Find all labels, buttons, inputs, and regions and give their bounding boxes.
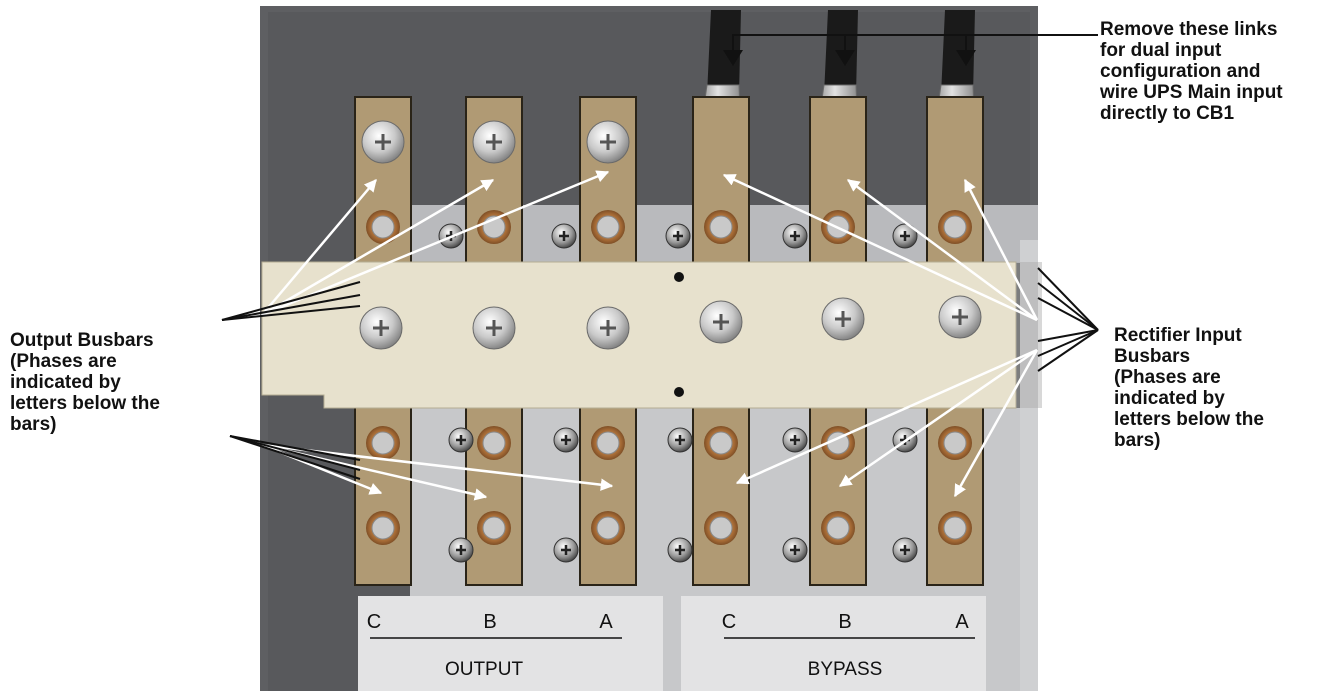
insulator-screw — [938, 295, 982, 339]
mounting-screw — [665, 223, 691, 249]
busbar-screw — [361, 120, 405, 164]
pointer-arrow — [261, 170, 610, 317]
bolt-washer — [704, 210, 738, 244]
output-label-plate: C B A OUTPUT — [358, 596, 663, 691]
callout-line: bars) — [1114, 430, 1161, 451]
bolt-washer — [938, 426, 972, 460]
pointer-arrow — [953, 349, 1039, 498]
remove-links-callout: Remove these links for dual input config… — [1100, 19, 1332, 124]
mounting-screw — [782, 537, 808, 563]
bolt-washer — [477, 426, 511, 460]
bolt-washer — [591, 210, 625, 244]
callout-line: indicated by — [1114, 388, 1225, 409]
bolt-washer — [704, 426, 738, 460]
callout-line: indicated by — [10, 372, 121, 393]
insulator-screws — [359, 295, 982, 350]
callout-line: Output Busbars — [10, 330, 154, 351]
output-phase-b: B — [483, 611, 496, 633]
bypass-phase-c: C — [722, 611, 736, 633]
callout-line: letters below the — [1114, 409, 1264, 430]
callout-line: wire UPS Main input — [1100, 82, 1283, 103]
remove-links-leader — [732, 34, 1098, 52]
insulator-screw — [821, 297, 865, 341]
rectifier-busbars-callout: Rectifier Input Busbars (Phases are indi… — [1114, 325, 1334, 451]
callout-line: Busbars — [1114, 346, 1191, 367]
bypass-label-plate: C B A BYPASS — [681, 596, 986, 691]
pointer-arrow — [261, 178, 495, 317]
bolt-washer — [704, 511, 738, 545]
insulator-dot-bottom — [674, 387, 684, 397]
insulator-screw — [699, 300, 743, 344]
bolt-washer — [477, 511, 511, 545]
bolt-washer — [938, 511, 972, 545]
callout-line: (Phases are — [10, 351, 117, 372]
bypass-phase-b: B — [838, 611, 851, 633]
mounting-screw — [892, 223, 918, 249]
bolt-washer — [591, 426, 625, 460]
bolt-washer — [366, 426, 400, 460]
mounting-screw — [448, 537, 474, 563]
output-busbars-leader — [221, 281, 361, 480]
callout-line: Rectifier Input — [1114, 325, 1242, 346]
mounting-screw — [448, 427, 474, 453]
bolt-washer — [366, 210, 400, 244]
bolt-washer — [821, 511, 855, 545]
pointer-arrow — [735, 348, 1038, 485]
insulator-dot-top — [674, 272, 684, 282]
bolt-washer — [366, 511, 400, 545]
mounting-screw — [667, 537, 693, 563]
bypass-label: BYPASS — [808, 659, 883, 680]
output-phase-a: A — [599, 611, 613, 633]
callout-line: configuration and — [1100, 61, 1261, 82]
pointer-arrow — [838, 348, 1038, 488]
pointer-arrow — [261, 179, 377, 316]
mounting-screw — [667, 427, 693, 453]
insulator-screw — [359, 306, 403, 350]
callout-line: directly to CB1 — [1100, 103, 1235, 124]
mounting-screw — [892, 537, 918, 563]
insulator-screw — [472, 306, 516, 350]
pointer-arrow — [846, 178, 1038, 322]
mounting-screw — [551, 223, 577, 249]
bolt-washer — [938, 210, 972, 244]
bypass-phase-a: A — [955, 611, 969, 633]
mounting-screws — [438, 223, 918, 563]
busbar-screw — [472, 120, 516, 164]
output-phase-c: C — [367, 611, 381, 633]
remove-links-leader-arrows — [723, 50, 976, 66]
callout-line: letters below the — [10, 393, 160, 414]
callout-line: for dual input — [1100, 40, 1222, 61]
callout-line: bars) — [10, 414, 57, 435]
mounting-screw — [782, 223, 808, 249]
insulator-block — [261, 261, 1017, 409]
mounting-screw — [782, 427, 808, 453]
output-label: OUTPUT — [445, 659, 524, 680]
pointer-arrow — [963, 178, 1039, 321]
mounting-screw — [553, 427, 579, 453]
output-busbars-callout: Output Busbars (Phases are indicated by … — [10, 330, 220, 435]
bolt-washer — [591, 511, 625, 545]
rectifier-busbars-leader — [1037, 267, 1099, 372]
pointer-arrow — [722, 173, 1038, 322]
busbar-pointer-arrows — [261, 170, 1039, 501]
insulator-screw — [586, 306, 630, 350]
mounting-screw — [553, 537, 579, 563]
callout-line: (Phases are — [1114, 367, 1221, 388]
bolt-washer — [821, 426, 855, 460]
callout-line: Remove these links — [1100, 19, 1278, 40]
busbar-screw — [586, 120, 630, 164]
